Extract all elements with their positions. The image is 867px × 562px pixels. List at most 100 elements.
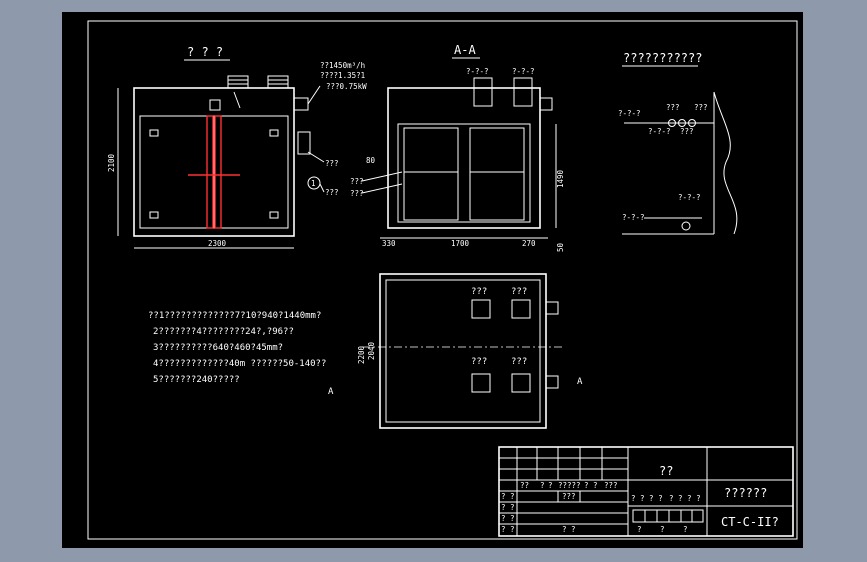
note-2: 2???????4????????24?,?96?? [153, 327, 294, 337]
tb-r2-2: ??? [562, 492, 576, 501]
tb-mid-1: ? ? ? ? [631, 494, 663, 503]
control-box [209, 99, 221, 111]
dim-left: 330 [382, 239, 396, 248]
fan-spec-3: ???0.75kW [326, 82, 367, 91]
valve-3 [688, 119, 696, 127]
oven-front-body [133, 87, 295, 237]
note-3: 3??????????640?460?45mm? [153, 343, 283, 353]
plan-motor-1 [545, 301, 559, 315]
valve-1 [668, 119, 676, 127]
item-circle [307, 176, 321, 190]
tb-r4-1: ? ? [501, 525, 515, 534]
tb-r3-1: ? ? [501, 514, 515, 523]
cart-right [469, 127, 525, 221]
tb-bottom-2: ? [660, 525, 665, 534]
plan-dim-outer: 2200 [357, 345, 366, 364]
piping-small-2: ?-?-? [648, 127, 671, 136]
fan-arrow [233, 91, 241, 109]
plan-unit-label-1: ??? [471, 287, 487, 297]
piping-small-1: ?-?-? [618, 109, 641, 118]
plan-unit-label-2: ??? [511, 287, 527, 297]
front-callout-2: ??? [325, 188, 339, 197]
tb-r1-2: ?? [520, 481, 529, 490]
leader-1 [307, 151, 325, 163]
fan-spec-1: ??1450m³/h [320, 61, 365, 70]
section-label-b: ??? [350, 189, 364, 198]
fan-spec-2: ????1.35?1 [320, 71, 365, 80]
tb-center-title: ?? [659, 464, 673, 478]
front-view-title: ? ? ? [187, 45, 223, 59]
front-height-dim: 2100 [107, 153, 116, 172]
dim-center: 1700 [451, 239, 470, 248]
top-small-label-2: ?-?-? [512, 67, 535, 76]
note-4: 4?????????????40m ??????50-140?? [153, 359, 326, 369]
fan-box-1 [227, 75, 249, 89]
break-line [713, 91, 738, 235]
section-duct-2 [513, 77, 533, 107]
hinge [149, 211, 159, 219]
tb-r1-3: ? [540, 481, 545, 490]
leader-a [361, 171, 403, 182]
section-height-dim: 1490 [556, 169, 565, 188]
tb-r1-5: ????? [558, 481, 581, 490]
plan-dim-inner: 2040 [367, 341, 376, 360]
tb-r1-6: ? ? [584, 481, 598, 490]
leader-2 [319, 183, 325, 193]
tb-r2-1: ? ? [501, 503, 515, 512]
piping-small-4: ??? [680, 127, 694, 136]
tb-r1-4: ? [548, 481, 553, 490]
plan-unit-3 [471, 373, 491, 393]
circle-mark: 1 [311, 179, 316, 188]
oven-section-body [387, 87, 541, 229]
tb-bottom-1: ? [637, 525, 642, 534]
plan-unit-4 [511, 373, 531, 393]
plan-unit-2 [511, 299, 531, 319]
piping-small-6: ?-?-? [678, 193, 701, 202]
section-label-a: ??? [350, 177, 364, 186]
piping-small-3: ??? [666, 103, 680, 112]
tb-grid-cols [516, 447, 603, 536]
side-panel [297, 131, 311, 155]
section-label-80: 80 [366, 156, 376, 165]
dim-bottom: 50 [556, 242, 565, 252]
section-mark-left: A [328, 387, 334, 397]
hinge [269, 211, 279, 219]
plan-unit-1 [471, 299, 491, 319]
plan-unit-label-4: ??? [511, 357, 527, 367]
piping-title: ??????????? [623, 51, 702, 65]
side-motor [293, 97, 309, 111]
hinge [149, 129, 159, 137]
section-title: A-A [454, 43, 476, 57]
tb-r4-2: ? ? [562, 525, 576, 534]
valve-2 [678, 119, 686, 127]
door-handle-right [214, 115, 222, 229]
front-width-dim: 2300 [208, 239, 227, 248]
fan-hatch-1 [228, 79, 248, 85]
tb-drawing-number: CT-C-II? [721, 515, 779, 529]
hinge [269, 129, 279, 137]
title-block: ? ? ?? ? ? ????? ? ? ??? ? ? ??? ? ? ? ?… [498, 446, 794, 537]
tb-r1-7: ??? [604, 481, 618, 490]
top-small-label-1: ?-?-? [466, 67, 489, 76]
tb-r1-1: ? ? [501, 492, 515, 501]
spec-leader [307, 85, 321, 105]
front-callout-1: ??? [325, 159, 339, 168]
tb-bottom-3: ? [683, 525, 688, 534]
tb-drawing-name: ?????? [724, 486, 767, 500]
plan-inner [385, 279, 541, 423]
tb-mid-2: ? ? ? ? [669, 494, 701, 503]
note-1: ??1?????????????7?10?940?1440mm? [148, 311, 321, 321]
trap-valve [681, 221, 691, 231]
note-5: 5???????240????? [153, 375, 240, 385]
inner-border [87, 20, 798, 540]
cad-drawing: ? ? ? 2100 2300 ??1450m³/h ????1.35?1 ??… [87, 20, 798, 540]
cart-left [403, 127, 459, 221]
plan-unit-label-3: ??? [471, 357, 487, 367]
leader-b [361, 183, 403, 194]
section-duct-1 [473, 77, 493, 107]
section-mark-right: A [577, 377, 583, 387]
piping-small-5: ??? [694, 103, 708, 112]
drawing-sheet: ? ? ? 2100 2300 ??1450m³/h ????1.35?1 ??… [62, 12, 803, 548]
door-handle-left [206, 115, 214, 229]
tb-small-boxes [632, 509, 704, 523]
